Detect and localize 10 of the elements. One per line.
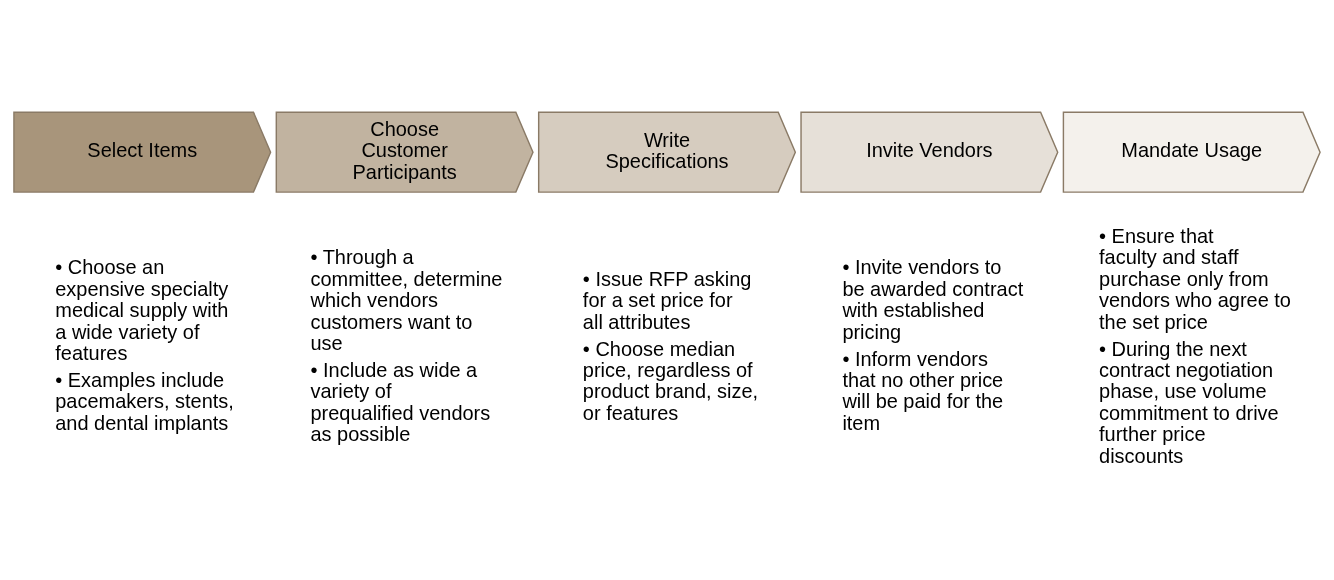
node-label: • Examples include pacemakers, stents, and dental implants xyxy=(55,368,234,434)
node-label: • Inform vendors that no other price will be paid for the item xyxy=(842,347,1004,434)
node-label: • Invite vendors to be awarded contract with established pricing xyxy=(842,255,1024,343)
node-label: • Choose an expensive specialty medical supply with a wide variety of features xyxy=(55,255,229,364)
node-label: • Through a committee, determine which vendors customers want to use xyxy=(310,245,503,354)
node-label: • During the next contract negotiation phase, use volume commitment to drive further price discounts xyxy=(1099,337,1279,467)
node-label: • Issue RFP asking for a set price for all attributes xyxy=(582,267,752,333)
node-label: • Ensure that faculty and staff purchase only from vendors who agree to the set price xyxy=(1099,224,1291,333)
node-label: • Choose median price, regardless of product brand, size, or features xyxy=(582,337,759,424)
node-label: • Include as wide a variety of prequalified vendors as possible xyxy=(310,358,491,445)
